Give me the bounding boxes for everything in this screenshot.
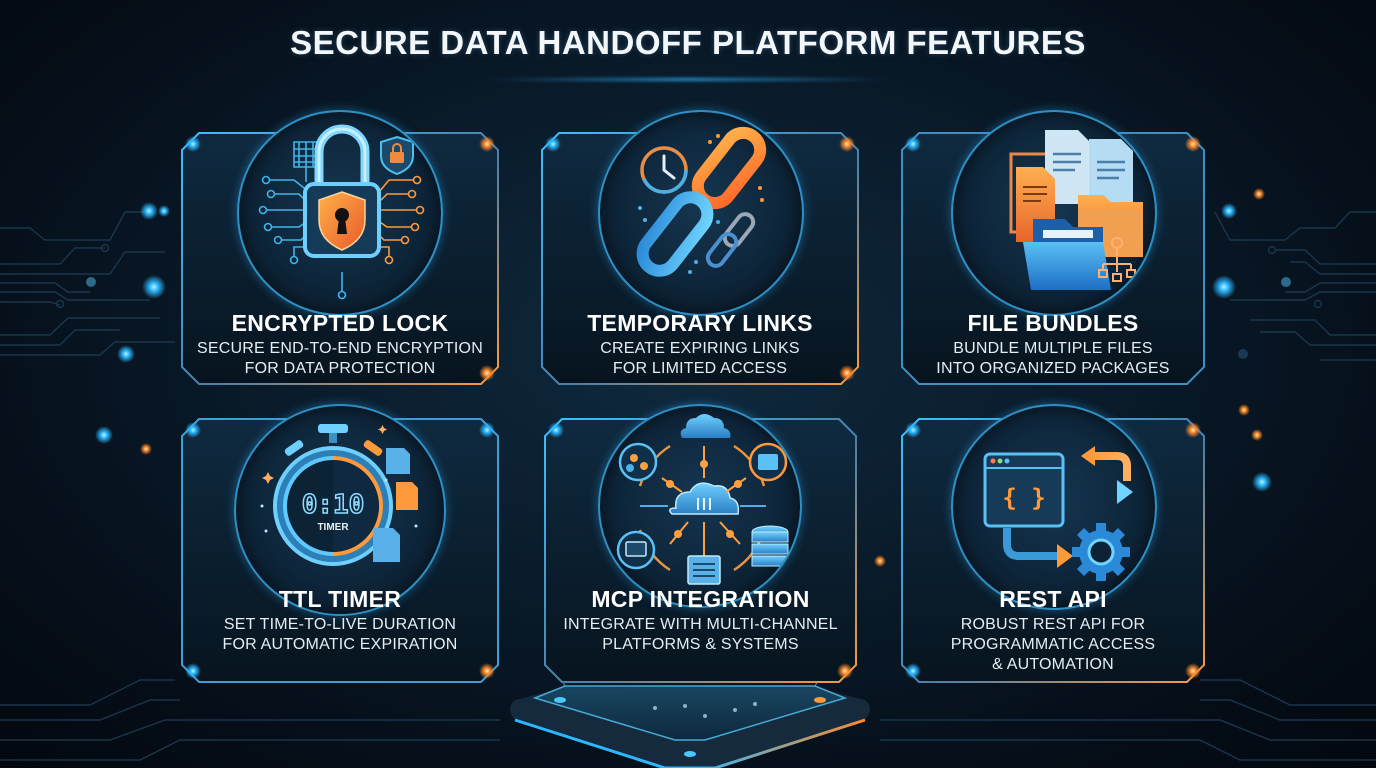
feature-description-line: ROBUST REST API FOR (960, 616, 1146, 633)
feature-card-temporary-links: TEMPORARY LINKS CREATE EXPIRING LINKS FO… (541, 110, 859, 385)
feature-heading: TTL TIMER (278, 586, 402, 612)
folders-documents-icon (1009, 130, 1143, 290)
feature-description: CREATE EXPIRING LINKS FOR LIMITED ACCESS (541, 339, 859, 379)
feature-description: SET TIME-TO-LIVE DURATION FOR AUTOMATIC … (181, 615, 499, 655)
stopwatch-timer-icon: 0:10 TIMER (260, 424, 418, 566)
feature-description-line: PLATFORMS & SYSTEMS (602, 636, 799, 653)
feature-heading: MCP INTEGRATION (591, 586, 810, 612)
feature-description-line: INTEGRATE WITH MULTI-CHANNEL (563, 616, 838, 633)
feature-heading: TEMPORARY LINKS (587, 310, 813, 336)
feature-description: BUNDLE MULTIPLE FILES INTO ORGANIZED PAC… (901, 339, 1205, 379)
cloud-network-hub-icon (616, 414, 789, 585)
broken-chain-link-clock-icon (636, 126, 767, 277)
feature-card-rest-api: { } REST API ROBUST REST API FOR PROGRAM… (901, 404, 1205, 683)
feature-heading: ENCRYPTED LOCK (231, 310, 449, 336)
file-bundles-icon-circle (951, 110, 1157, 316)
timer-label: TIMER (317, 522, 349, 533)
feature-description-line: BUNDLE MULTIPLE FILES (953, 340, 1153, 357)
rest-api-icon-circle: { } (951, 404, 1157, 610)
feature-card-ttl-timer: 0:10 TIMER TTL TIMER SET TIME-TO-LIVE DU… (181, 404, 499, 683)
feature-card-file-bundles: FILE BUNDLES BUNDLE MULTIPLE FILES INTO … (901, 110, 1205, 385)
feature-description-line: PROGRAMMATIC ACCESS (950, 636, 1156, 653)
code-braces-glyph: { } (1002, 484, 1045, 512)
mcp-integration-icon-circle (598, 404, 802, 608)
feature-description-line: SECURE END-TO-END ENCRYPTION (197, 340, 483, 357)
feature-description: INTEGRATE WITH MULTI-CHANNEL PLATFORMS &… (544, 615, 857, 655)
hologram-platform-decoration (510, 660, 870, 768)
api-window-gear-arrows-icon: { } (983, 446, 1133, 581)
feature-card-encrypted-lock: ENCRYPTED LOCK SECURE END-TO-END ENCRYPT… (181, 110, 499, 385)
feature-description-line: FOR AUTOMATIC EXPIRATION (222, 636, 458, 653)
temporary-links-icon-circle (598, 110, 804, 316)
feature-heading: REST API (999, 586, 1107, 612)
ttl-timer-icon-circle: 0:10 TIMER (234, 404, 446, 616)
feature-description-line: SET TIME-TO-LIVE DURATION (223, 616, 457, 633)
feature-description-line: CREATE EXPIRING LINKS (600, 340, 800, 357)
timer-display: 0:10 (302, 490, 365, 520)
title-underline-glow (488, 78, 888, 81)
feature-card-mcp-integration: MCP INTEGRATION INTEGRATE WITH MULTI-CHA… (544, 404, 857, 683)
feature-description-line: & AUTOMATION (992, 656, 1114, 673)
feature-description-line: FOR LIMITED ACCESS (612, 360, 788, 377)
padlock-shield-icon (258, 124, 425, 300)
encrypted-lock-icon-circle (237, 110, 443, 316)
feature-description: SECURE END-TO-END ENCRYPTION FOR DATA PR… (181, 339, 499, 379)
feature-description-line: INTO ORGANIZED PACKAGES (936, 360, 1170, 377)
feature-description-line: FOR DATA PROTECTION (244, 360, 436, 377)
page-title: SECURE DATA HANDOFF PLATFORM FEATURES (290, 24, 1086, 61)
feature-heading: FILE BUNDLES (967, 310, 1139, 336)
feature-description: ROBUST REST API FOR PROGRAMMATIC ACCESS … (901, 615, 1205, 675)
